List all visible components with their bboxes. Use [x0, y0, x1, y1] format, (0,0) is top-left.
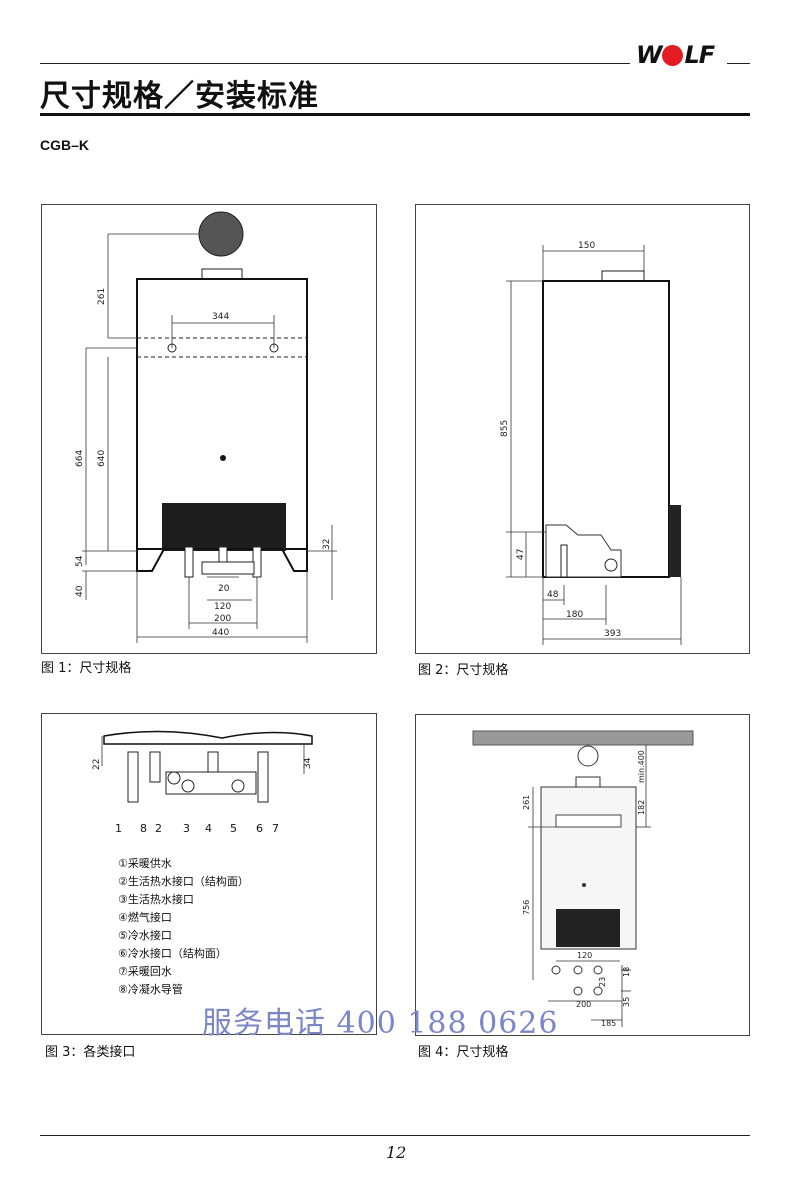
- ceiling: [472, 730, 694, 746]
- dim-40: 40: [75, 585, 85, 597]
- dim-23: 23: [598, 977, 607, 987]
- connector-number-6: 6: [256, 822, 263, 835]
- dim-261: 261: [522, 795, 531, 810]
- legend-item: ⑦采暖回水: [118, 965, 172, 978]
- dim-35: 35: [622, 997, 631, 1007]
- figure-2-drawing: 150 855 47 48 180 393: [500, 241, 682, 645]
- dim-18: 18: [622, 967, 631, 977]
- figure-2-panel: 150 855 47 48 180 393: [415, 204, 750, 654]
- dim-756: 756: [522, 900, 531, 915]
- connector-number-3: 3: [183, 822, 190, 835]
- figure-3-caption: 图 3：各类接口: [45, 1045, 136, 1060]
- connector-number-1: 1: [115, 822, 122, 835]
- figure-3-panel: 22 34 1 8 2 3 4 5 6 7: [41, 713, 377, 1035]
- dim-120: 120: [214, 602, 231, 612]
- connector-number-8: 8: [140, 822, 147, 835]
- control-panel: [556, 909, 620, 947]
- flue-adapter: [601, 270, 645, 282]
- figure-3-drawing: 22 34 1 8 2 3 4 5 6 7: [92, 730, 313, 835]
- title-underline: [40, 113, 750, 116]
- dim-20: 20: [218, 584, 230, 594]
- connector-number-5: 5: [230, 822, 237, 835]
- dim-32: 32: [322, 539, 332, 550]
- dim-120: 120: [577, 951, 592, 960]
- dim-34: 34: [303, 757, 313, 769]
- legend-item: ④燃气接口: [118, 911, 172, 924]
- dim-48: 48: [547, 590, 559, 600]
- header-rule-right: [727, 63, 750, 64]
- figure-4-drawing: 261 min.400 182 756 120 18 23 35 200 185: [472, 730, 694, 1028]
- figure-2-caption: 图 2：尺寸规格: [418, 663, 509, 678]
- connection-legend: ①采暖供水 ②生活热水接口（结构面） ③生活热水接口 ④燃气接口 ⑤冷水接口 ⑥…: [118, 855, 249, 999]
- side-panel: [669, 505, 681, 577]
- dim-200: 200: [576, 1000, 591, 1009]
- legend-item: ①采暖供水: [118, 857, 172, 870]
- header-rule: [40, 63, 630, 64]
- dim-min400: min.400: [637, 750, 646, 783]
- connector-number-7: 7: [272, 822, 279, 835]
- dim-185: 185: [601, 1019, 616, 1028]
- dim-200: 200: [214, 614, 231, 624]
- dim-855: 855: [500, 420, 510, 437]
- legend-item: ⑤冷水接口: [118, 929, 172, 942]
- figure-4-caption: 图 4：尺寸规格: [418, 1045, 509, 1060]
- dim-150: 150: [578, 241, 595, 251]
- connector-number-2: 2: [155, 822, 162, 835]
- figure-1-panel: 261 344 664 640 54 40 32 20 120 200 440: [41, 204, 377, 654]
- connector-number-4: 4: [205, 822, 212, 835]
- dim-664: 664: [75, 450, 85, 467]
- connector-numbers: 1 8 2 3 4 5 6 7: [115, 822, 279, 835]
- flue-pipe: [198, 211, 244, 257]
- dim-47: 47: [516, 549, 526, 560]
- dim-344: 344: [212, 312, 229, 322]
- dim-54: 54: [75, 555, 85, 567]
- legend-item: ⑥冷水接口（结构面）: [118, 947, 227, 960]
- phone-watermark: 服务电话 400 188 0626: [202, 1006, 559, 1041]
- page-title: 尺寸规格／安装标准: [40, 79, 319, 114]
- dim-393: 393: [604, 629, 621, 639]
- legend-item: ②生活热水接口（结构面）: [118, 875, 249, 888]
- control-panel: [162, 503, 286, 551]
- dim-180: 180: [566, 610, 583, 620]
- model-label: CGB–K: [40, 137, 90, 153]
- dim-261: 261: [97, 288, 107, 305]
- dim-440: 440: [212, 628, 229, 638]
- dim-22: 22: [92, 759, 102, 770]
- page-number: 12: [386, 1143, 407, 1162]
- dim-182: 182: [637, 800, 646, 815]
- figure-1-caption: 图 1：尺寸规格: [41, 661, 132, 676]
- dim-640: 640: [97, 450, 107, 467]
- legend-item: ⑧冷凝水导管: [118, 983, 183, 996]
- footer-rule: [40, 1135, 750, 1136]
- legend-item: ③生活热水接口: [118, 893, 194, 906]
- flue-adapter: [201, 268, 243, 280]
- figure-4-panel: 261 min.400 182 756 120 18 23 35 200 185: [415, 714, 750, 1036]
- figure-1-drawing: 261 344 664 640 54 40 32 20 120 200 440: [75, 211, 337, 643]
